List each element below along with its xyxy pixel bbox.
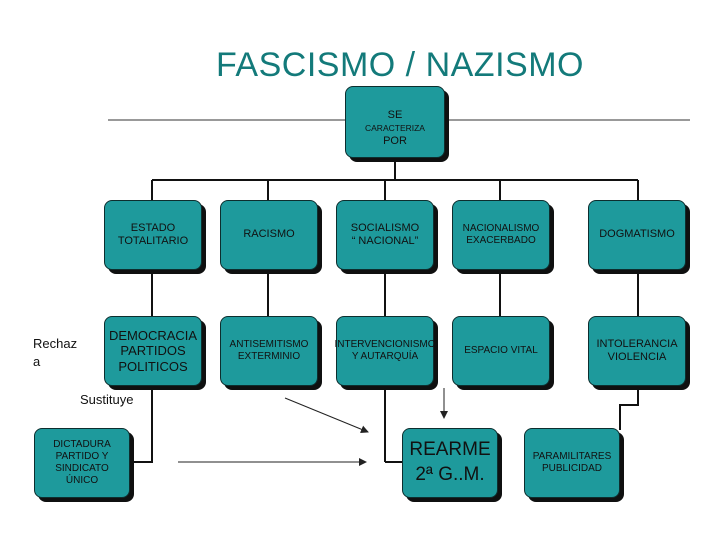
node-intervencionismo-autarquia: INTERVENCIONISMO Y AUTARQUÍA: [335, 316, 435, 386]
node-democracia-partidos-politicos: DEMOCRACIA PARTIDOS POLITICOS: [104, 316, 202, 386]
node-rearme: REARME 2ª G..M.: [402, 428, 498, 498]
root-main-text: SE: [387, 108, 403, 121]
root-small-text: CARACTERIZA: [365, 123, 425, 133]
link-democracia-dictadura: [130, 385, 153, 463]
node-socialismo-nacional: SOCIALISMO “ NACIONAL”: [336, 200, 434, 270]
node-intolerancia-violencia: INTOLERANCIA VIOLENCIA: [588, 316, 686, 386]
root-line1: SE CARACTERIZA: [365, 96, 425, 136]
arrow-antisemitismo-rearme: [284, 397, 369, 434]
page-title: FASCISMO / NAZISMO: [216, 46, 584, 84]
label-rechaza: Rechaz a: [33, 336, 78, 370]
link-intolerancia-paramilitares: [619, 385, 639, 430]
node-antisemitismo-exterminio: ANTISEMITISMO EXTERMINIO: [220, 316, 318, 386]
node-espacio-vital: ESPACIO VITAL: [452, 316, 550, 386]
root-line2: POR: [383, 135, 407, 148]
node-racismo: RACISMO: [220, 200, 318, 270]
node-dogmatismo: DOGMATISMO: [588, 200, 686, 270]
node-paramilitares-publicidad: PARAMILITARES PUBLICIDAD: [524, 428, 620, 498]
node-nacionalismo-exacerbado: NACIONALISMO EXACERBADO: [452, 200, 550, 270]
label-sustituye: Sustituye: [80, 392, 134, 407]
node-dictadura-partido-sindicato: DICTADURA PARTIDO Y SINDICATO ÚNICO: [34, 428, 130, 498]
node-estado-totalitario: ESTADO TOTALITARIO: [104, 200, 202, 270]
node-se-caracteriza-por: SE CARACTERIZA POR: [345, 86, 445, 158]
